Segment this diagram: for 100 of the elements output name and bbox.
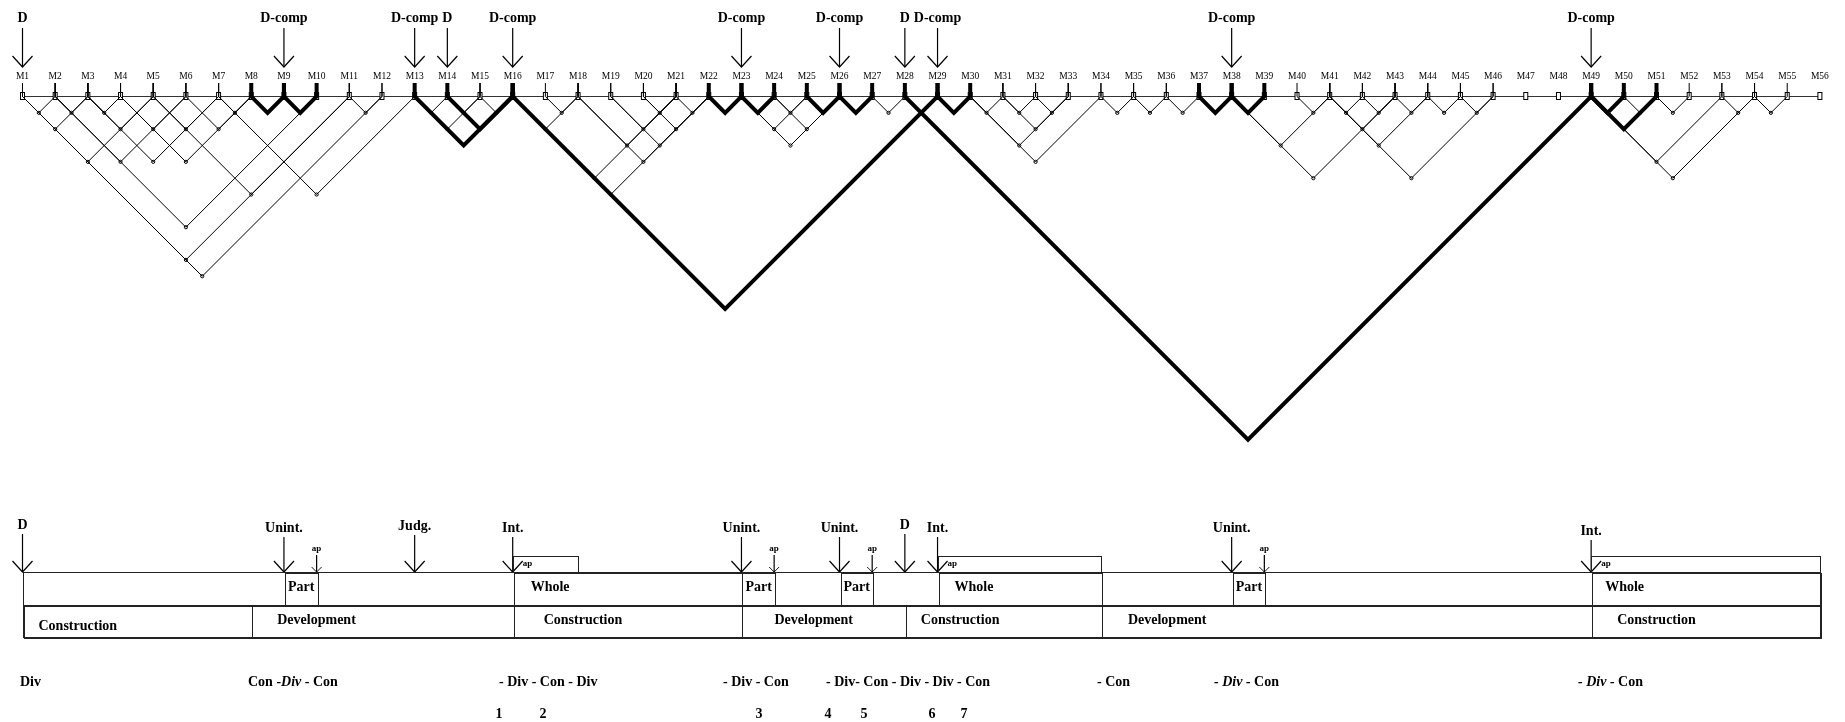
measure-label: M50 <box>1614 70 1633 82</box>
measure-label: M3 <box>81 70 95 82</box>
measure-label: M1 <box>15 70 30 82</box>
pointer-arrow <box>828 27 851 68</box>
measure-label: M28 <box>895 70 914 82</box>
connection-line <box>1754 82 1788 115</box>
ap-label: ap <box>1259 543 1270 554</box>
connection-line <box>706 83 744 116</box>
form-cell: Part <box>742 573 777 607</box>
measure-label: M41 <box>1320 70 1339 82</box>
sequence-text: - Div- Con - Div - Div - Con <box>826 673 991 690</box>
connection-line <box>348 82 383 115</box>
form-cell: Part <box>284 573 319 607</box>
connection-line <box>837 83 875 116</box>
measure-label: M52 <box>1680 70 1699 82</box>
measure-label: M55 <box>1778 70 1797 82</box>
pointer-arrow <box>828 536 851 573</box>
marker-label: D <box>17 516 28 533</box>
measure-label: M27 <box>863 70 882 82</box>
marker-label: Unint. <box>722 519 761 536</box>
connection-line <box>804 83 842 116</box>
measure-label: M47 <box>1516 70 1535 82</box>
note-number: 6 <box>928 705 936 722</box>
measure-label: M10 <box>307 70 326 82</box>
sequence-text: - Div - Con <box>723 673 789 690</box>
connection-line <box>479 82 514 115</box>
measure-label: M37 <box>1190 70 1208 82</box>
marker-label: D-comp <box>1567 9 1615 26</box>
measure-label: M35 <box>1124 70 1143 82</box>
connection-line <box>445 83 515 132</box>
measure-label: M54 <box>1745 70 1764 82</box>
note-number: 2 <box>539 705 547 722</box>
connection-line <box>1229 83 1267 116</box>
marker-label: D <box>442 9 453 26</box>
marker-label: D-comp <box>717 9 766 26</box>
measure-label: M44 <box>1418 70 1437 82</box>
note-number: 5 <box>860 705 868 722</box>
measure-label: M8 <box>244 70 258 82</box>
measure-label: M49 <box>1582 70 1601 82</box>
connection-line <box>1623 82 1657 115</box>
measure-label: M30 <box>961 70 980 82</box>
pointer-arrow <box>11 27 34 68</box>
measure-label: M51 <box>1647 70 1666 82</box>
marker-label: D-comp <box>260 9 308 26</box>
note-number: 7 <box>960 705 968 722</box>
marker-label: D-comp <box>390 9 439 26</box>
pointer-arrow <box>1221 27 1243 68</box>
ap-bracket: ap <box>1591 556 1821 573</box>
connection-line <box>87 82 220 164</box>
pointer-arrow <box>894 27 916 68</box>
measure-label: M46 <box>1484 70 1503 82</box>
marker-label: D <box>899 516 910 533</box>
measure-label: M25 <box>797 70 816 82</box>
marker-label: Int. <box>1580 522 1602 539</box>
marker-label: D <box>17 9 28 26</box>
measure-label: M26 <box>830 70 849 82</box>
measure-label: M4 <box>113 70 128 82</box>
marker-label: D <box>899 9 910 26</box>
measure-label: M23 <box>732 70 751 82</box>
sequence-text: - Div - Con - Div <box>499 673 598 690</box>
measure-label: M13 <box>405 70 424 82</box>
measure-label: M19 <box>601 70 620 82</box>
measure-label: M38 <box>1222 70 1241 82</box>
connection-line <box>1590 82 1756 181</box>
measure-label: M21 <box>667 70 686 82</box>
ap-label: ap <box>867 543 877 554</box>
marker-label: Unint. <box>820 519 859 536</box>
pointer-arrow <box>730 536 753 573</box>
measure-label: M42 <box>1353 70 1372 82</box>
measure-label: M20 <box>634 70 653 82</box>
measure-label: M16 <box>503 70 522 82</box>
connection-line <box>1133 82 1167 115</box>
note-number: 4 <box>824 705 832 722</box>
pointer-arrow <box>404 534 426 573</box>
connection-line <box>120 82 252 164</box>
marker-label: D-comp <box>1207 9 1256 26</box>
form-cell: Part <box>1232 573 1267 607</box>
connection-line <box>1589 83 1626 116</box>
measure-label: M6 <box>179 70 193 82</box>
measure-label: M5 <box>146 70 160 82</box>
section-cell: Development <box>1101 606 1594 639</box>
connection-line <box>1100 82 1135 115</box>
measure-label: M34 <box>1091 70 1110 82</box>
connection-line <box>902 83 1594 443</box>
connection-line <box>281 83 319 116</box>
measure-label: M39 <box>1255 70 1274 82</box>
ap-bracket: ap <box>512 556 580 573</box>
pointer-arrow <box>1580 539 1602 573</box>
connection-line <box>1231 82 1396 181</box>
pointer-arrow <box>436 27 458 68</box>
measure-label: M2 <box>48 70 62 82</box>
measure-label: M22 <box>699 70 718 82</box>
connection-line <box>935 83 973 116</box>
form-cell: Whole <box>1592 573 1822 607</box>
pointer-arrow <box>502 536 524 573</box>
connection-line <box>1197 83 1234 116</box>
pointer-arrow <box>894 533 916 573</box>
measure-label: M14 <box>438 70 457 82</box>
marker-label: Unint. <box>1212 519 1251 536</box>
measure-label: M12 <box>373 70 391 82</box>
